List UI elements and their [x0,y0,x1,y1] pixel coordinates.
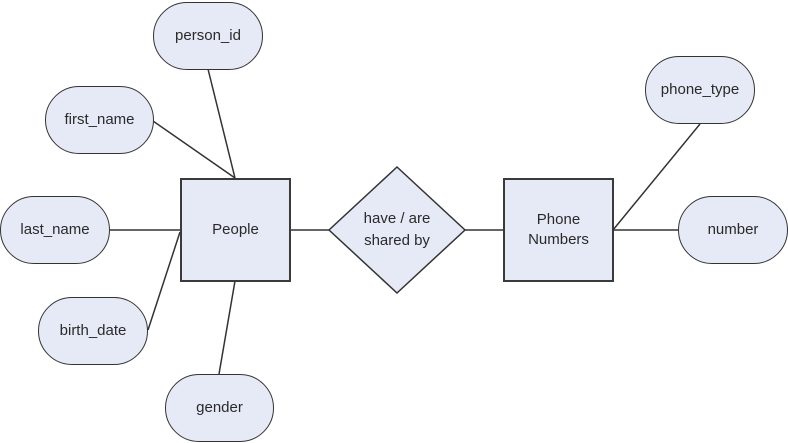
attribute-label: gender [196,399,243,416]
attribute-label: last_name [20,221,90,238]
entity-label: People [212,221,259,238]
attribute-label: phone_type [660,81,740,98]
attribute-birth-date[interactable]: birth_date [38,297,148,365]
relationship-label-line: have / are [363,210,431,227]
attribute-person-id[interactable]: person_id [153,2,263,70]
edge-first-name [152,120,236,179]
entity-label-line: Phone [536,211,581,228]
edge-phone-type [612,123,701,231]
attribute-gender[interactable]: gender [165,374,274,442]
relationship-diamond[interactable] [327,165,467,295]
attribute-label: number [707,221,759,238]
relationship-label-line: shared by [364,232,430,249]
attribute-label: person_id [175,27,241,44]
attribute-label: first_name [64,111,135,128]
attribute-first-name[interactable]: first_name [45,86,154,154]
entity-label-line: Numbers [528,231,589,248]
attribute-label: birth_date [59,322,127,339]
attribute-phone-type[interactable]: phone_type [645,56,755,124]
entity-people[interactable]: People [180,178,291,282]
edge-gender [218,280,236,375]
attribute-last-name[interactable]: last_name [0,196,110,264]
entity-phone-numbers[interactable]: Phone Numbers [503,178,614,282]
edge-person-id [207,68,236,179]
relationship-label: have / are shared by [329,167,465,293]
edge-birth-date [147,231,181,331]
attribute-number[interactable]: number [678,196,788,264]
